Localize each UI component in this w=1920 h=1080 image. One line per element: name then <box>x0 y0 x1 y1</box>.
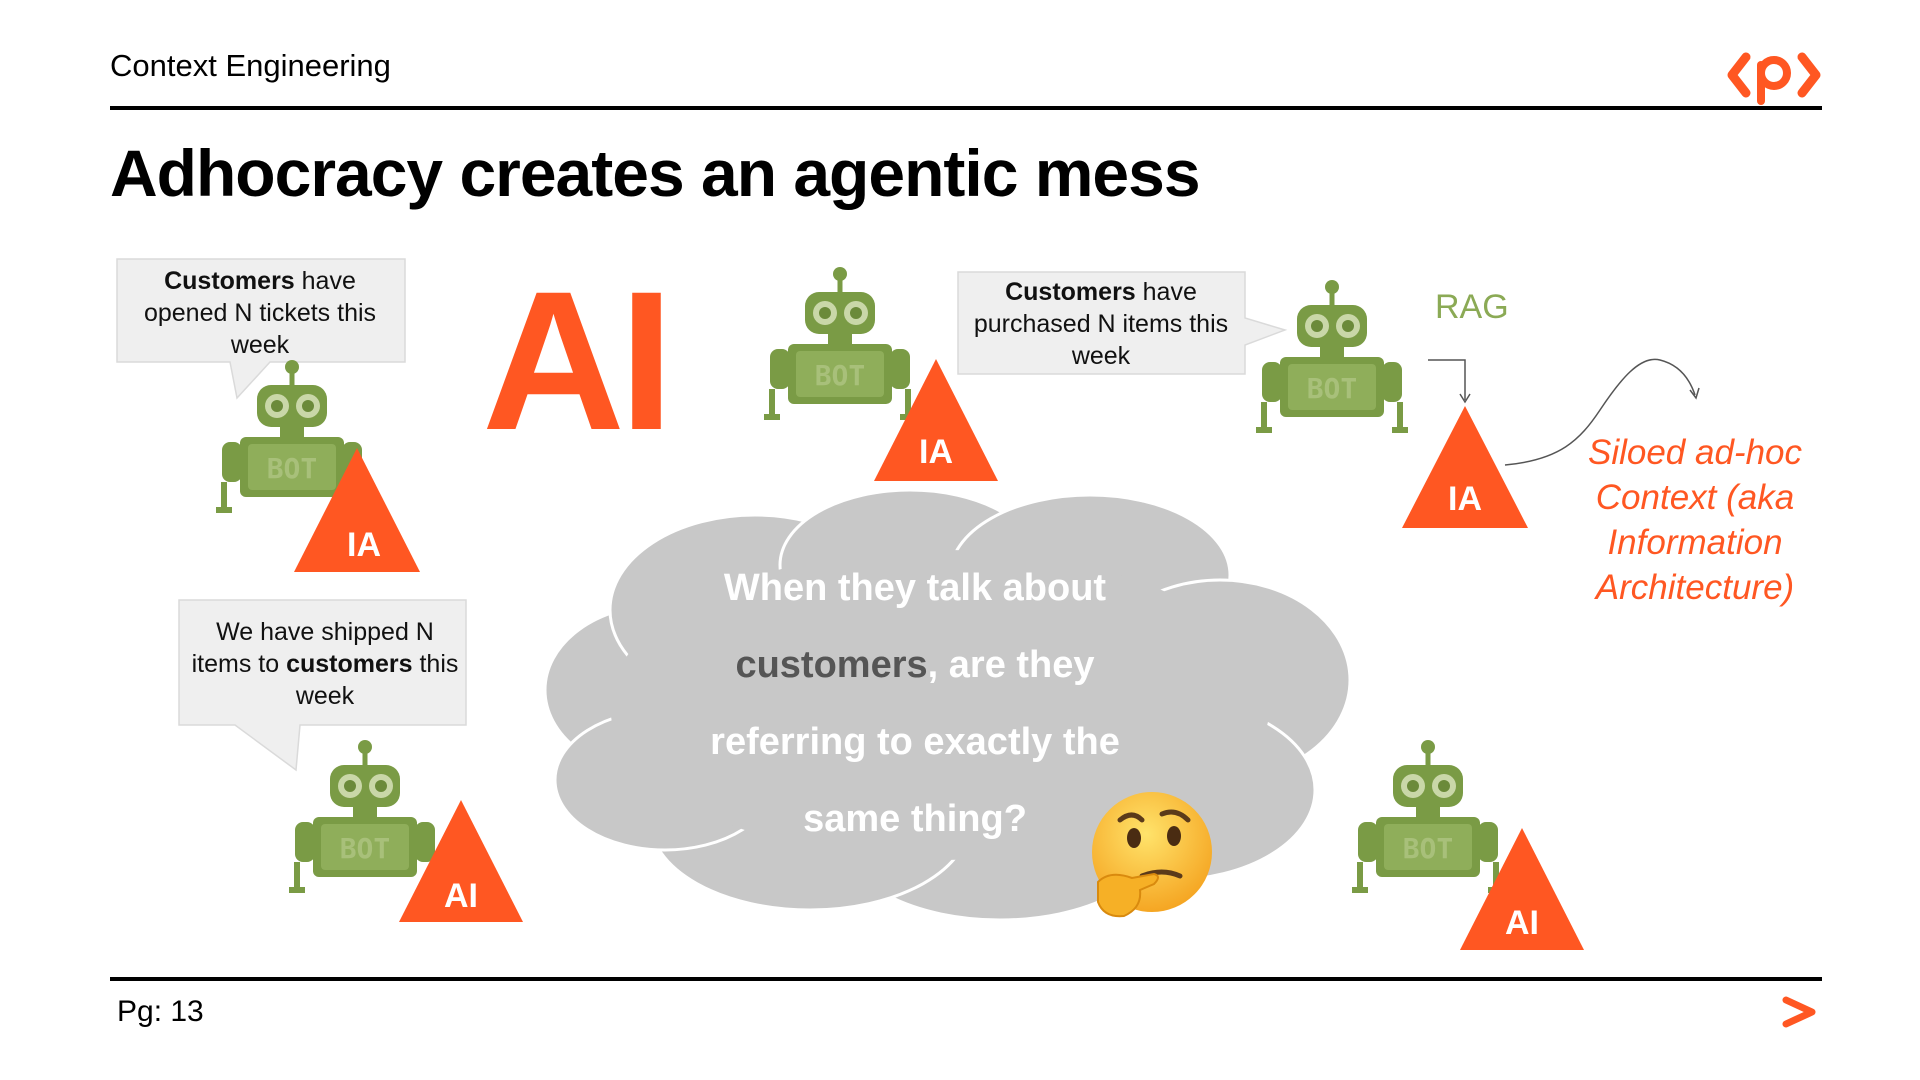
siloed-context-note: Siloed ad-hoc Context (aka Information A… <box>1587 433 1803 607</box>
bot-4-triangle-label: AI <box>444 877 478 915</box>
callout-2-rest: have purchased N items this week <box>973 278 1229 370</box>
header-divider <box>110 106 1822 110</box>
callout-1-bold: Customers <box>164 267 295 295</box>
callout-bubble-3 <box>178 599 467 772</box>
big-ai-label: AI <box>482 250 674 471</box>
footer-divider <box>110 977 1822 981</box>
next-slide-arrow-icon[interactable] <box>1780 992 1820 1037</box>
rag-label: RAG <box>1435 288 1509 326</box>
callout-text-3: We have shipped N items to customers thi… <box>190 616 460 712</box>
bot-5-label: BOT <box>1403 832 1454 865</box>
slide-title: Adhocracy creates an agentic mess <box>110 136 1201 210</box>
bot-5-triangle-label: AI <box>1505 904 1539 942</box>
cloud-question: When they talk about customers, are they… <box>660 550 1170 858</box>
thinking-face-emoji <box>1092 792 1212 918</box>
cloud-line-4: same thing? <box>803 798 1027 840</box>
callout-bubble-1 <box>116 258 406 400</box>
callout-3-suffix: this week <box>295 650 459 710</box>
bot-4-label: BOT <box>340 832 391 865</box>
cloud-line-1: When they talk about <box>723 567 1107 609</box>
callout-3-prefix: We have shipped N items to <box>191 618 434 678</box>
bot-4: BOT AI <box>285 740 545 935</box>
packt-logo <box>1724 45 1824 110</box>
cloud-line-2: customers, are they <box>660 627 1170 704</box>
cloud-line-2-rest: , are they <box>927 644 1095 686</box>
callout-3-bold: customers <box>286 650 413 678</box>
siloed-connector <box>1504 358 1700 466</box>
bot-1-triangle-label: IA <box>347 526 381 564</box>
bot-3: BOT IA <box>1250 280 1570 545</box>
bot-1-label: BOT <box>267 452 318 485</box>
bot-1: BOT IA <box>212 360 472 585</box>
bot-2-triangle-label: IA <box>919 433 953 471</box>
cloud-highlight-customers: customers <box>735 644 928 686</box>
bot-5: BOT AI <box>1348 740 1618 965</box>
bot-3-label: BOT <box>1307 372 1358 405</box>
callout-2-bold: Customers <box>1005 278 1136 306</box>
thought-cloud <box>543 490 1352 922</box>
cloud-line-3: referring to exactly the <box>710 721 1120 763</box>
bot-3-triangle-label: IA <box>1448 480 1482 518</box>
bot-2-label: BOT <box>815 359 866 392</box>
callout-bubble-2 <box>957 271 1288 375</box>
page-number: Pg: 13 <box>117 995 204 1028</box>
bot-2: BOT IA <box>760 267 1020 492</box>
callout-text-1: Customers have opened N tickets this wee… <box>125 265 395 361</box>
callout-text-2: Customers have purchased N items this we… <box>965 276 1237 372</box>
header-title: Context Engineering <box>110 48 391 83</box>
callout-1-rest: have opened N tickets this week <box>143 267 377 359</box>
